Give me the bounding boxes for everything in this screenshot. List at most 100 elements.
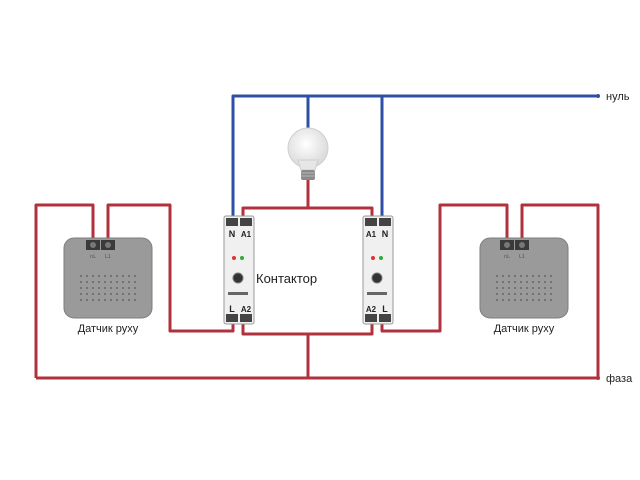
grille-hole	[121, 292, 125, 296]
grille-hole	[91, 286, 95, 290]
contactor-phase-line	[241, 318, 374, 336]
motion-sensor-left: nL L1	[63, 237, 153, 319]
grille-hole	[103, 280, 107, 284]
left-sensor-output-line	[106, 203, 235, 333]
neutral-wires	[231, 94, 598, 222]
status-led-green	[240, 256, 244, 260]
terminal-a2-label: A2	[241, 305, 252, 314]
sensor-terminal-out-label: nL	[90, 254, 96, 260]
terminal-a2-label: A2	[366, 305, 377, 314]
grille-hole	[97, 286, 101, 290]
grille-hole	[103, 274, 107, 278]
mode-knob	[232, 272, 244, 284]
grille-hole	[495, 280, 499, 284]
sensor-grille	[79, 274, 137, 302]
grille-hole	[525, 274, 529, 278]
grille-hole	[79, 274, 83, 278]
grille-hole	[91, 274, 95, 278]
grille-hole	[495, 292, 499, 296]
grille-hole	[519, 286, 523, 290]
grille-hole	[115, 274, 119, 278]
contactor-left: N A1 L A2	[223, 215, 255, 325]
contactor-label: Контактор	[256, 271, 317, 286]
grille-hole	[103, 292, 107, 296]
grille-hole	[501, 280, 505, 284]
motion-sensor-right: nL L1	[479, 237, 569, 319]
grille-hole	[525, 298, 529, 302]
grille-hole	[549, 286, 553, 290]
grille-hole	[501, 286, 505, 290]
grille-hole	[121, 298, 125, 302]
sensor-terminal-in-label: L1	[519, 254, 525, 260]
grille-hole	[97, 292, 101, 296]
grille-hole	[97, 274, 101, 278]
grille-hole	[513, 286, 517, 290]
grille-hole	[519, 298, 523, 302]
grille-hole	[127, 298, 131, 302]
grille-hole	[127, 292, 131, 296]
grille-hole	[79, 286, 83, 290]
grille-hole	[91, 298, 95, 302]
grille-hole	[133, 292, 137, 296]
grille-hole	[79, 280, 83, 284]
terminal-n-label: N	[382, 229, 389, 239]
grille-hole	[127, 280, 131, 284]
grille-hole	[531, 280, 535, 284]
phase-label: фаза	[606, 373, 633, 385]
grille-hole	[537, 298, 541, 302]
grille-hole	[519, 280, 523, 284]
contactor-right: A1 N A2 L	[362, 215, 394, 325]
grille-hole	[525, 292, 529, 296]
sensor-grille	[495, 274, 553, 302]
phase-wires	[34, 180, 600, 380]
grille-hole	[115, 292, 119, 296]
grille-hole	[91, 280, 95, 284]
grille-hole	[133, 274, 137, 278]
grille-hole	[103, 286, 107, 290]
grille-hole	[549, 298, 553, 302]
grille-hole	[543, 286, 547, 290]
grille-hole	[97, 298, 101, 302]
grille-hole	[549, 274, 553, 278]
grille-hole	[531, 298, 535, 302]
sensor-right-label: Датчик руху	[494, 323, 555, 335]
neutral-label: нуль	[606, 91, 630, 103]
right-sensor-output-line	[380, 203, 509, 333]
grille-hole	[513, 292, 517, 296]
grille-hole	[531, 286, 535, 290]
grille-hole	[495, 286, 499, 290]
neutral-terminal-dot	[596, 94, 600, 98]
status-led-red	[232, 256, 236, 260]
grille-hole	[103, 298, 107, 302]
grille-hole	[79, 292, 83, 296]
grille-hole	[501, 274, 505, 278]
grille-hole	[537, 286, 541, 290]
grille-hole	[519, 292, 523, 296]
neutral-main-line	[231, 94, 598, 222]
grille-hole	[133, 280, 137, 284]
left-sensor-phase-line	[34, 203, 95, 378]
grille-hole	[537, 274, 541, 278]
grille-hole	[513, 298, 517, 302]
grille-hole	[519, 274, 523, 278]
grille-hole	[85, 280, 89, 284]
grille-hole	[85, 298, 89, 302]
grille-hole	[549, 280, 553, 284]
grille-hole	[109, 286, 113, 290]
grille-hole	[537, 292, 541, 296]
grille-hole	[525, 280, 529, 284]
mode-knob	[371, 272, 383, 284]
sensor-terminal-out-label: nL	[504, 254, 510, 260]
grille-hole	[121, 286, 125, 290]
grille-hole	[549, 292, 553, 296]
grille-hole	[507, 286, 511, 290]
phase-terminal-dot	[596, 376, 600, 380]
sensor-left-label: Датчик руху	[78, 323, 139, 335]
terminal-a1-label: A1	[366, 230, 377, 239]
grille-hole	[115, 298, 119, 302]
grille-hole	[537, 280, 541, 284]
grille-hole	[495, 274, 499, 278]
grille-hole	[513, 274, 517, 278]
grille-hole	[127, 274, 131, 278]
